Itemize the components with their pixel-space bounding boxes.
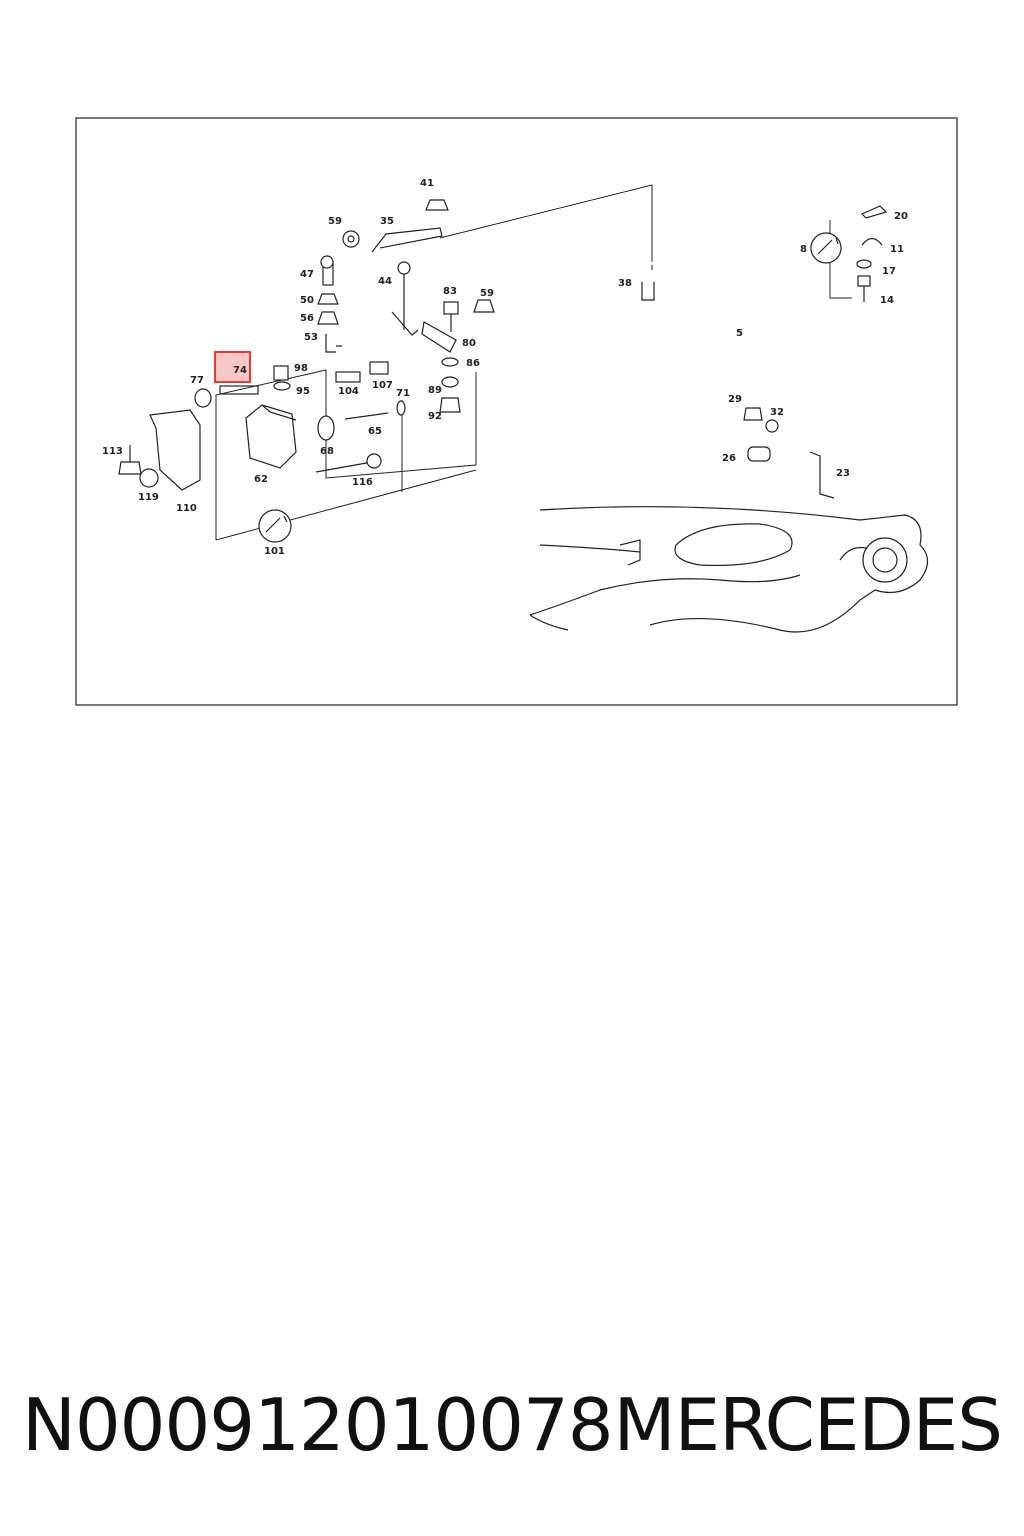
control-arm	[529, 506, 929, 633]
label-110[interactable]: 110	[176, 503, 197, 514]
label-74[interactable]: 74	[233, 365, 247, 376]
label-89[interactable]: 89	[428, 385, 442, 396]
label-95[interactable]: 95	[296, 386, 310, 397]
label-32[interactable]: 32	[770, 407, 784, 418]
label-101[interactable]: 101	[264, 546, 285, 557]
parts-diagram: 41 59 35 47 44 50 56 53 83 59 80 74 98 7…	[0, 0, 1024, 760]
hardware-parts	[118, 199, 888, 543]
label-5[interactable]: 5	[736, 328, 743, 339]
label-14[interactable]: 14	[880, 295, 894, 306]
label-20[interactable]: 20	[894, 211, 908, 222]
group-bracket-lines	[215, 184, 852, 541]
label-47[interactable]: 47	[300, 269, 314, 280]
label-38[interactable]: 38	[618, 278, 632, 289]
label-50[interactable]: 50	[300, 295, 314, 306]
label-8[interactable]: 8	[800, 244, 807, 255]
label-35[interactable]: 35	[380, 216, 394, 227]
stabilizer-bar-inner	[483, 230, 870, 434]
label-29[interactable]: 29	[728, 394, 742, 405]
label-56[interactable]: 56	[300, 313, 314, 324]
label-107[interactable]: 107	[372, 380, 393, 391]
label-86[interactable]: 86	[466, 358, 480, 369]
part-number: N000912010078	[22, 1383, 614, 1467]
label-59-top[interactable]: 59	[328, 216, 342, 227]
label-41[interactable]: 41	[420, 178, 434, 189]
label-119[interactable]: 119	[138, 492, 159, 503]
label-104[interactable]: 104	[338, 386, 359, 397]
label-83[interactable]: 83	[443, 286, 457, 297]
stabilizer-bar	[483, 231, 869, 433]
label-26[interactable]: 26	[722, 453, 736, 464]
label-65[interactable]: 65	[368, 426, 382, 437]
label-92[interactable]: 92	[428, 411, 442, 422]
label-59-right[interactable]: 59	[480, 288, 494, 299]
label-23[interactable]: 23	[836, 468, 850, 479]
label-11[interactable]: 11	[890, 244, 904, 255]
label-98[interactable]: 98	[294, 363, 308, 374]
label-53[interactable]: 53	[304, 332, 318, 343]
label-44[interactable]: 44	[378, 276, 392, 287]
label-68[interactable]: 68	[320, 446, 334, 457]
label-71[interactable]: 71	[396, 388, 410, 399]
part-labels: 41 59 35 47 44 50 56 53 83 59 80 74 98 7…	[102, 178, 908, 557]
label-116[interactable]: 116	[352, 477, 373, 488]
brand-name: MERCEDES	[613, 1383, 1003, 1467]
diagram-border	[75, 117, 958, 706]
footer-caption: N000912010078 MERCEDES	[0, 1370, 1024, 1480]
label-113[interactable]: 113	[102, 446, 123, 457]
highlight-box[interactable]	[214, 351, 251, 383]
label-17[interactable]: 17	[882, 266, 896, 277]
label-80[interactable]: 80	[462, 338, 476, 349]
label-77[interactable]: 77	[190, 375, 204, 386]
label-62[interactable]: 62	[254, 474, 268, 485]
